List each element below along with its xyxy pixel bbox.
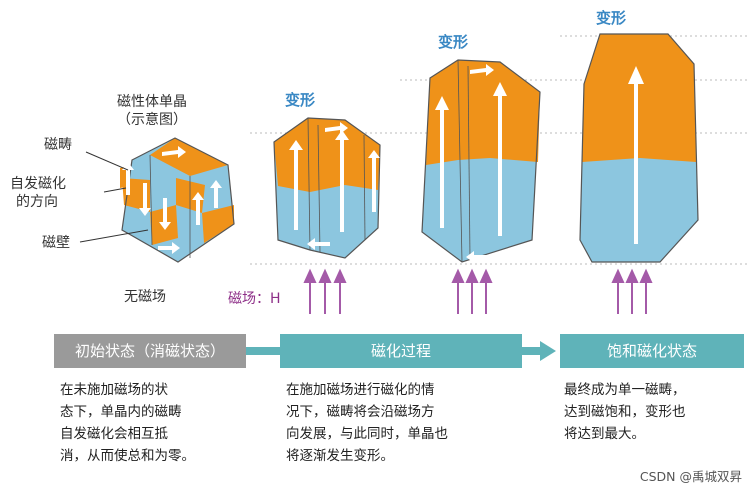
field-arrow-head [318, 268, 332, 283]
domain-arrow-icon [192, 192, 204, 225]
crystal-title: 磁性体单晶 （示意图） [104, 93, 200, 129]
stage-saturated-description: 最终成为单一磁畴， 达到磁饱和，变形也 将达到最大。 [564, 379, 686, 445]
domain-arrow-icon [122, 162, 134, 195]
crystal-title-line: （示意图） [117, 112, 187, 128]
domain-arrow-icon [162, 146, 186, 158]
stage-magnetizing-description: 在施加磁场进行磁化的情 况下，磁畴将会沿磁场方 向发展，与此同时，单晶也 将逐渐… [286, 379, 448, 467]
pointer-wall [79, 229, 149, 243]
stage-connector [522, 347, 542, 355]
field-label: 磁场：H [228, 291, 281, 307]
wall-label: 磁壁 [42, 235, 70, 251]
field-arrow-group-2 [303, 268, 347, 314]
spontaneous-label: 自发磁化 的方向 [10, 175, 66, 211]
pointer-domain [85, 151, 129, 171]
domain-arrow-icon [289, 140, 303, 230]
domain-arrow-icon [493, 82, 507, 236]
domain-arrow-icon [159, 198, 171, 230]
domain-arrow-icon [435, 96, 449, 228]
domain-arrow-icon [335, 130, 349, 232]
field-arrow-head [479, 268, 493, 283]
description-line: 达到磁饱和，变形也 [564, 404, 686, 420]
domain-arrow-icon [139, 183, 151, 216]
domain-arrow-icon [470, 64, 494, 76]
deform-label: 变形 [285, 91, 316, 109]
crystal-initial [79, 137, 235, 263]
description-line: 将逐渐发生变形。 [286, 448, 394, 464]
field-arrow-head [465, 268, 479, 283]
field-arrow-head [303, 268, 317, 283]
crystal-title-line: 磁性体单晶 [117, 94, 187, 110]
no-field-label: 无磁场 [124, 289, 166, 305]
stage-connector [245, 347, 280, 355]
deform-label: 变形 [596, 9, 627, 27]
deform-label: 变形 [438, 33, 469, 51]
field-arrow-head [611, 268, 625, 283]
field-arrow-head [451, 268, 465, 283]
stage-connector-arrowhead [540, 341, 556, 361]
field-arrow-head [639, 268, 653, 283]
description-line: 将达到最大。 [564, 426, 645, 442]
domain-arrow-icon [325, 122, 348, 134]
field-arrows [303, 268, 653, 314]
domain-arrow-icon [466, 251, 490, 263]
stage-magnetizing: 磁化过程 [280, 334, 522, 368]
field-arrow-group-3 [451, 268, 493, 314]
domain-label: 磁畴 [44, 137, 72, 153]
stage-initial-description: 在未施加磁场的状 态下，单晶内的磁畴 自发磁化会相互抵 消，从而使总和为零。 [60, 379, 195, 467]
crystal-saturated [579, 33, 699, 263]
domain-arrow-icon [307, 238, 330, 250]
domain-arrow-icon [210, 180, 222, 208]
description-line: 在未施加磁场的状 [60, 382, 168, 398]
field-arrow-group-4 [611, 268, 653, 314]
field-arrow-head [625, 268, 639, 283]
watermark: CSDN @禹城双昇 [639, 469, 742, 484]
description-line: 自发磁化会相互抵 [60, 426, 168, 442]
stage-initial: 初始状态（消磁状态） [54, 334, 246, 368]
pointer-spontaneous [103, 187, 127, 193]
description-line: 最终成为单一磁畴， [564, 382, 686, 398]
description-line: 态下，单晶内的磁畴 [60, 404, 182, 420]
description-line: 况下，磁畴将会沿磁场方 [286, 404, 435, 420]
description-line: 消，从而使总和为零。 [60, 448, 195, 464]
spontaneous-label-line: 的方向 [16, 194, 58, 210]
field-arrow-head [333, 268, 347, 283]
spontaneous-label-line: 自发磁化 [10, 176, 66, 192]
domain-arrow-icon [368, 150, 380, 212]
domain-arrow-icon [628, 66, 644, 244]
description-line: 向发展，与此同时，单晶也 [286, 426, 448, 442]
crystal-magnetizing [273, 117, 381, 259]
crystal-near-saturated [421, 59, 541, 263]
domain-arrow-icon [158, 242, 180, 254]
description-line: 在施加磁场进行磁化的情 [286, 382, 435, 398]
stage-saturated: 饱和磁化状态 [560, 334, 744, 368]
